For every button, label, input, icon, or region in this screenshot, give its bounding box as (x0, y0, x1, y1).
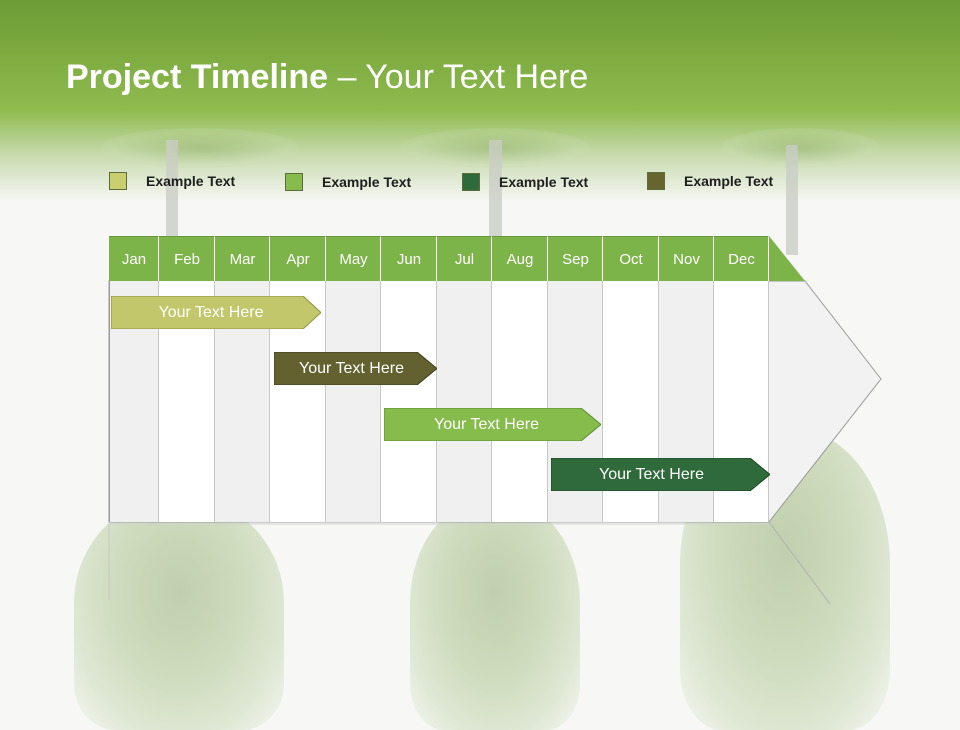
month-label: Jul (454, 251, 475, 268)
month-label: Nov (673, 251, 700, 268)
month-label: Dec (728, 251, 755, 268)
month-label: Jan (121, 251, 147, 268)
task-bar[interactable]: Your Text Here (274, 352, 437, 385)
month-label: Aug (506, 251, 534, 268)
task-bar[interactable]: Your Text Here (551, 458, 770, 491)
task-bar-label: Your Text Here (158, 303, 264, 321)
legend-swatch (647, 172, 665, 190)
month-column (159, 236, 215, 522)
task-bar-label: Your Text Here (299, 359, 404, 377)
month-header (326, 236, 381, 281)
title-rest: – Your Text Here (328, 58, 589, 96)
month-header (381, 236, 437, 281)
month-label: Mar (229, 251, 256, 268)
month-label: Jun (396, 251, 422, 268)
month-header (548, 236, 603, 281)
month-label: May (339, 251, 368, 268)
legend-swatch (285, 173, 303, 191)
task-bar[interactable]: Your Text Here (384, 408, 601, 441)
month-label: Sep (562, 251, 589, 268)
month-label: Feb (174, 251, 200, 268)
month-header (159, 236, 215, 281)
month-header (437, 236, 492, 281)
month-column (437, 236, 492, 522)
month-header (603, 236, 659, 281)
month-header (714, 236, 769, 281)
legend-label: Example Text (322, 174, 412, 190)
month-header (109, 236, 159, 281)
title-bold: Project Timeline (66, 58, 329, 96)
month-column (109, 236, 159, 522)
legend-swatch (462, 173, 480, 191)
month-header (270, 236, 326, 281)
task-bar-label: Your Text Here (599, 465, 704, 483)
legend-swatch (109, 172, 127, 190)
legend-label: Example Text (684, 173, 774, 189)
task-bar-label: Your Text Here (434, 415, 539, 433)
month-label: Apr (286, 251, 310, 268)
slide-title: Project Timeline – Your Text Here (66, 58, 588, 97)
legend-item: Example Text (285, 172, 411, 192)
legend-label: Example Text (146, 173, 236, 189)
month-header (215, 236, 270, 281)
month-header (492, 236, 548, 281)
month-column (215, 236, 270, 522)
legend-label: Example Text (499, 174, 589, 190)
task-bar[interactable]: Your Text Here (111, 296, 321, 329)
month-column (492, 236, 548, 522)
legend-item: Example Text (647, 171, 773, 191)
legend-item: Example Text (109, 171, 235, 191)
month-label: Oct (619, 251, 643, 268)
legend-item: Example Text (462, 172, 588, 192)
month-header (659, 236, 714, 281)
